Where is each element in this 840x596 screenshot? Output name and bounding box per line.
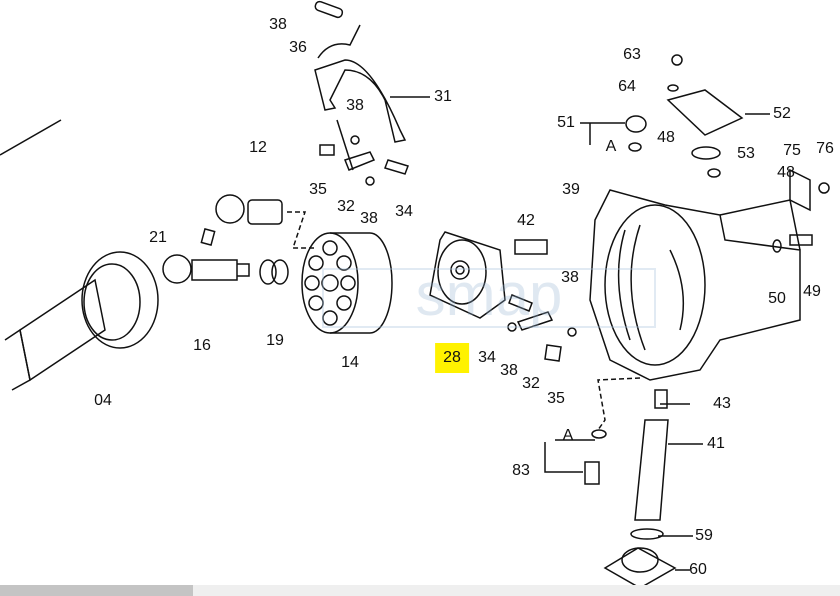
- callout-label: 35: [547, 390, 565, 407]
- callout-label: 19: [266, 332, 284, 349]
- callout-label: 16: [193, 337, 211, 354]
- callout-label: 64: [618, 78, 636, 95]
- callout-label: 12: [249, 139, 267, 156]
- callout-label: A: [562, 427, 574, 444]
- callout-label: 41: [707, 435, 725, 452]
- callout-label: 43: [713, 395, 731, 412]
- callout-label: 59: [695, 527, 713, 544]
- callout-label: 39: [562, 181, 580, 198]
- callout-label: 21: [149, 229, 167, 246]
- cylinder-block-part: [301, 232, 393, 334]
- callout-label: 36: [289, 39, 307, 56]
- callout-label: 04: [94, 392, 112, 409]
- callout-label: 38: [360, 210, 378, 227]
- callout-label: 32: [337, 198, 355, 215]
- callout-label: 75: [783, 142, 801, 159]
- callout-label: 53: [737, 145, 755, 162]
- callout-label: 51: [557, 114, 575, 131]
- callout-label: A: [605, 138, 617, 155]
- callout-label: 42: [517, 212, 535, 229]
- callout-label: 38: [561, 269, 579, 286]
- callout-label: 35: [309, 181, 327, 198]
- watermark: smap: [322, 265, 656, 328]
- horizontal-scrollbar[interactable]: [0, 585, 840, 596]
- callout-label: 38: [269, 16, 287, 33]
- callout-label: 38: [346, 97, 364, 114]
- callout-label: 31: [434, 88, 452, 105]
- callout-label: 60: [689, 561, 707, 578]
- drive-shaft-part: [4, 251, 159, 391]
- callout-highlighted: 28: [435, 343, 469, 373]
- callout-label: 38: [500, 362, 518, 379]
- callout-label: 83: [512, 462, 530, 479]
- callout-label: 76: [816, 140, 834, 157]
- scrollbar-thumb[interactable]: [0, 585, 193, 596]
- callout-label: 32: [522, 375, 540, 392]
- callout-label: 48: [657, 129, 675, 146]
- valve-plate-part: [429, 231, 506, 319]
- callout-label: 49: [803, 283, 821, 300]
- callout-label: 48: [777, 164, 795, 181]
- callout-label: 50: [768, 290, 786, 307]
- callout-label: 34: [478, 349, 496, 366]
- callout-label: 14: [341, 354, 359, 371]
- callout-label: 52: [773, 105, 791, 122]
- callout-label: 63: [623, 46, 641, 63]
- callout-label: 34: [395, 203, 413, 220]
